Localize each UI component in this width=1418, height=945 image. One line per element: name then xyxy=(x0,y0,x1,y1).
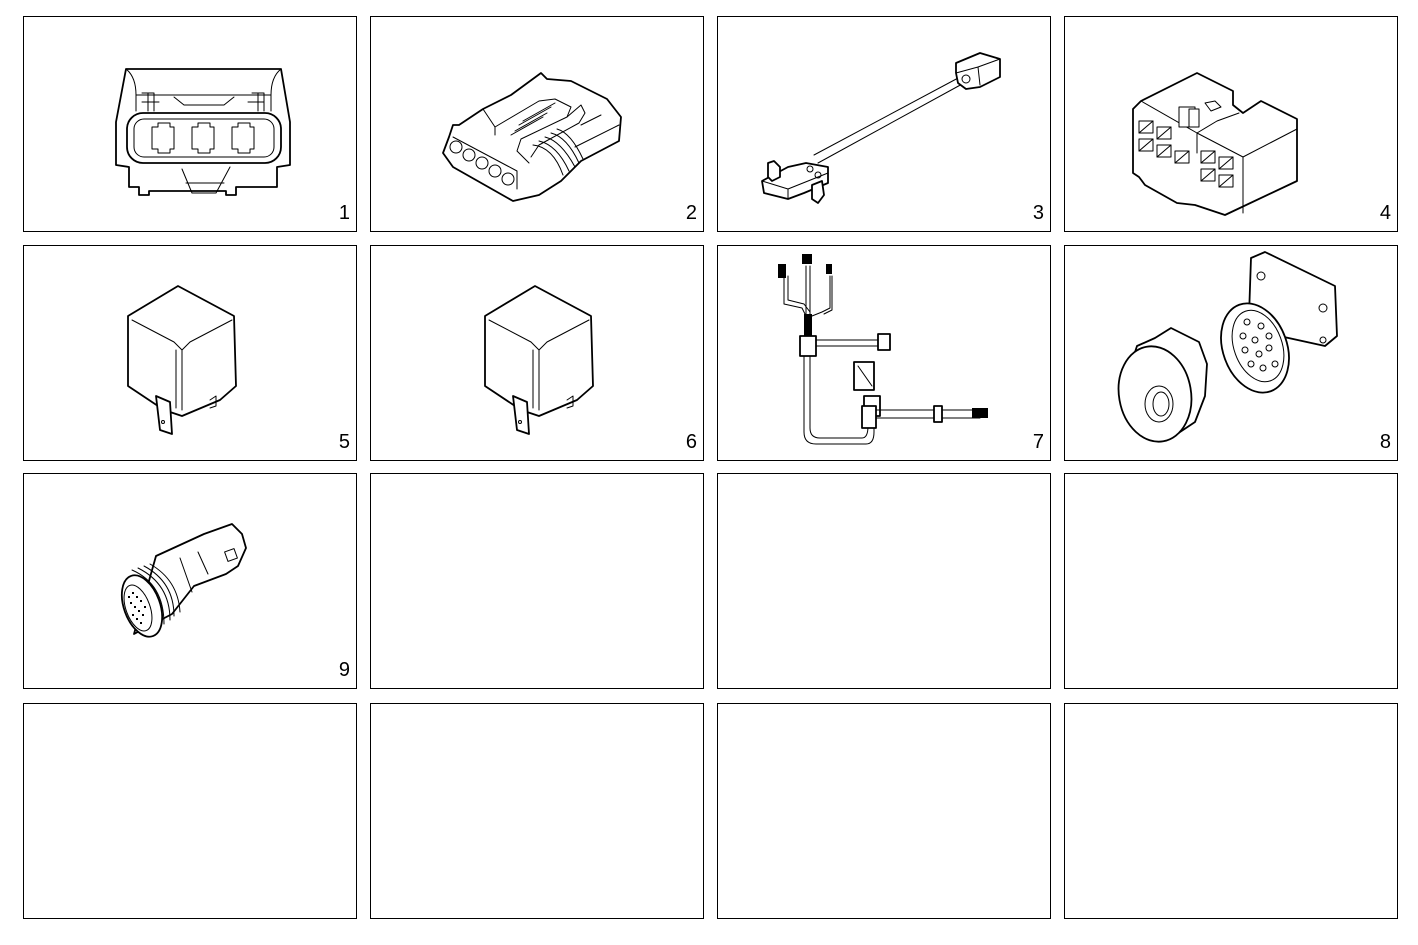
panel-10-empty xyxy=(370,473,704,689)
five-pin-sealed-connector-icon xyxy=(442,72,622,202)
panel-2-five-pin-connector[interactable]: 2 xyxy=(370,16,704,232)
sensor-with-lead-and-plug-icon xyxy=(761,52,1001,204)
panel-number: 4 xyxy=(1379,202,1391,224)
panel-7-wiring-harness[interactable]: 7 xyxy=(717,245,1051,461)
panel-4-ten-way-connector[interactable]: 4 xyxy=(1064,16,1398,232)
panel-3-sensor-with-lead[interactable]: 3 xyxy=(717,16,1051,232)
panel-16-empty xyxy=(1064,703,1398,919)
circular-multipin-connector-plug-icon xyxy=(120,523,247,638)
panel-number: 9 xyxy=(338,659,350,681)
panel-12-empty xyxy=(1064,473,1398,689)
relay-icon xyxy=(127,285,237,435)
panel-number: 2 xyxy=(685,202,697,224)
panel-15-empty xyxy=(717,703,1051,919)
panel-6-relay[interactable]: 6 xyxy=(370,245,704,461)
panel-14-empty xyxy=(370,703,704,919)
three-pin-connector-housing-front-icon xyxy=(115,68,291,196)
panel-number: 8 xyxy=(1379,431,1391,453)
panel-13-empty xyxy=(23,703,357,919)
relay-icon xyxy=(484,285,594,435)
round-connector-with-flange-and-cap-icon xyxy=(1117,251,1338,443)
panel-number: 7 xyxy=(1032,431,1044,453)
panel-number: 1 xyxy=(338,202,350,224)
panel-5-relay[interactable]: 5 xyxy=(23,245,357,461)
wiring-harness-icon xyxy=(778,254,988,445)
ten-way-connector-block-icon xyxy=(1132,72,1298,216)
panel-1-three-pin-connector[interactable]: 1 xyxy=(23,16,357,232)
panel-number: 5 xyxy=(338,431,350,453)
panel-number: 6 xyxy=(685,431,697,453)
panel-9-circular-connector[interactable]: 9 xyxy=(23,473,357,689)
panel-11-empty xyxy=(717,473,1051,689)
panel-number: 3 xyxy=(1032,202,1044,224)
panel-8-round-connector-and-cap[interactable]: 8 xyxy=(1064,245,1398,461)
